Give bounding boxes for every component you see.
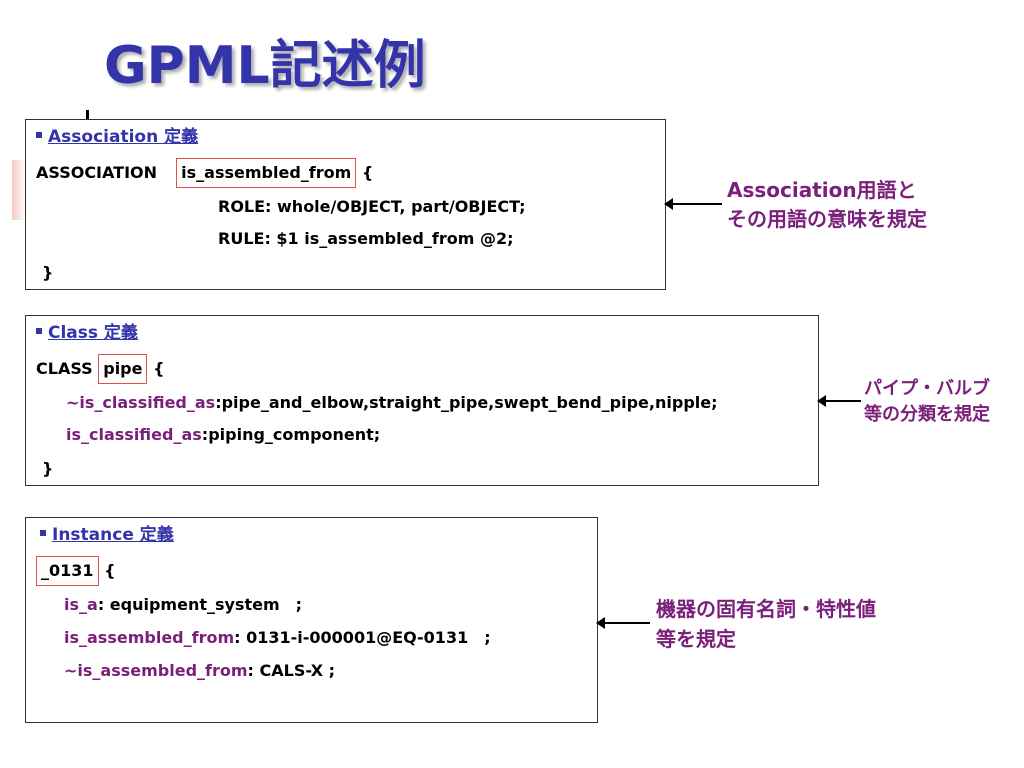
association-rule: RULE: $1 is_assembled_from @2; (218, 229, 514, 248)
association-definition-box: Association 定義 ASSOCIATION is_assembled_… (25, 119, 666, 290)
association-name-highlight: is_assembled_from (176, 158, 357, 188)
association-arrow-icon (664, 198, 722, 210)
association-role: ROLE: whole/OBJECT, part/OBJECT; (218, 197, 526, 216)
instance-name-highlight: _0131 (36, 556, 99, 586)
instance-is-a: is_a: equipment_system ; (64, 595, 303, 614)
class-classified-as: is_classified_as:piping_component; (66, 425, 381, 444)
association-close-brace: } (42, 263, 54, 282)
association-heading: Association 定義 (36, 126, 198, 148)
instance-reverse-assembled-from: ~is_assembled_from: CALS-X ; (64, 661, 335, 680)
bullet-icon (36, 132, 42, 138)
decorative-tick (86, 110, 89, 122)
association-declaration: ASSOCIATION is_assembled_from { (36, 158, 373, 188)
class-declaration: CLASS pipe { (36, 354, 164, 384)
class-heading: Class 定義 (36, 322, 138, 344)
class-close-brace: } (42, 459, 54, 478)
class-arrow-icon (817, 395, 861, 407)
association-note: Association用語と その用語の意味を規定 (727, 178, 927, 231)
bullet-icon (40, 530, 46, 536)
bullet-icon (36, 328, 42, 334)
decorative-bar (12, 160, 26, 220)
instance-declaration: _0131 { (36, 556, 116, 586)
instance-is-assembled-from: is_assembled_from: 0131-i-000001@EQ-0131… (64, 628, 491, 647)
instance-definition-box: Instance 定義 _0131 { is_a: equipment_syst… (25, 517, 598, 723)
slide-title: GPML記述例 (104, 36, 426, 96)
instance-heading: Instance 定義 (40, 524, 174, 546)
class-classified-as-reverse: ~is_classified_as:pipe_and_elbow,straigh… (66, 393, 718, 412)
instance-arrow-icon (596, 617, 650, 629)
class-note: パイプ・バルブ 等の分類を規定 (864, 378, 990, 425)
class-name-highlight: pipe (98, 354, 148, 384)
class-definition-box: Class 定義 CLASS pipe { ~is_classified_as:… (25, 315, 819, 486)
instance-note: 機器の固有名詞・特性値 等を規定 (656, 597, 876, 651)
